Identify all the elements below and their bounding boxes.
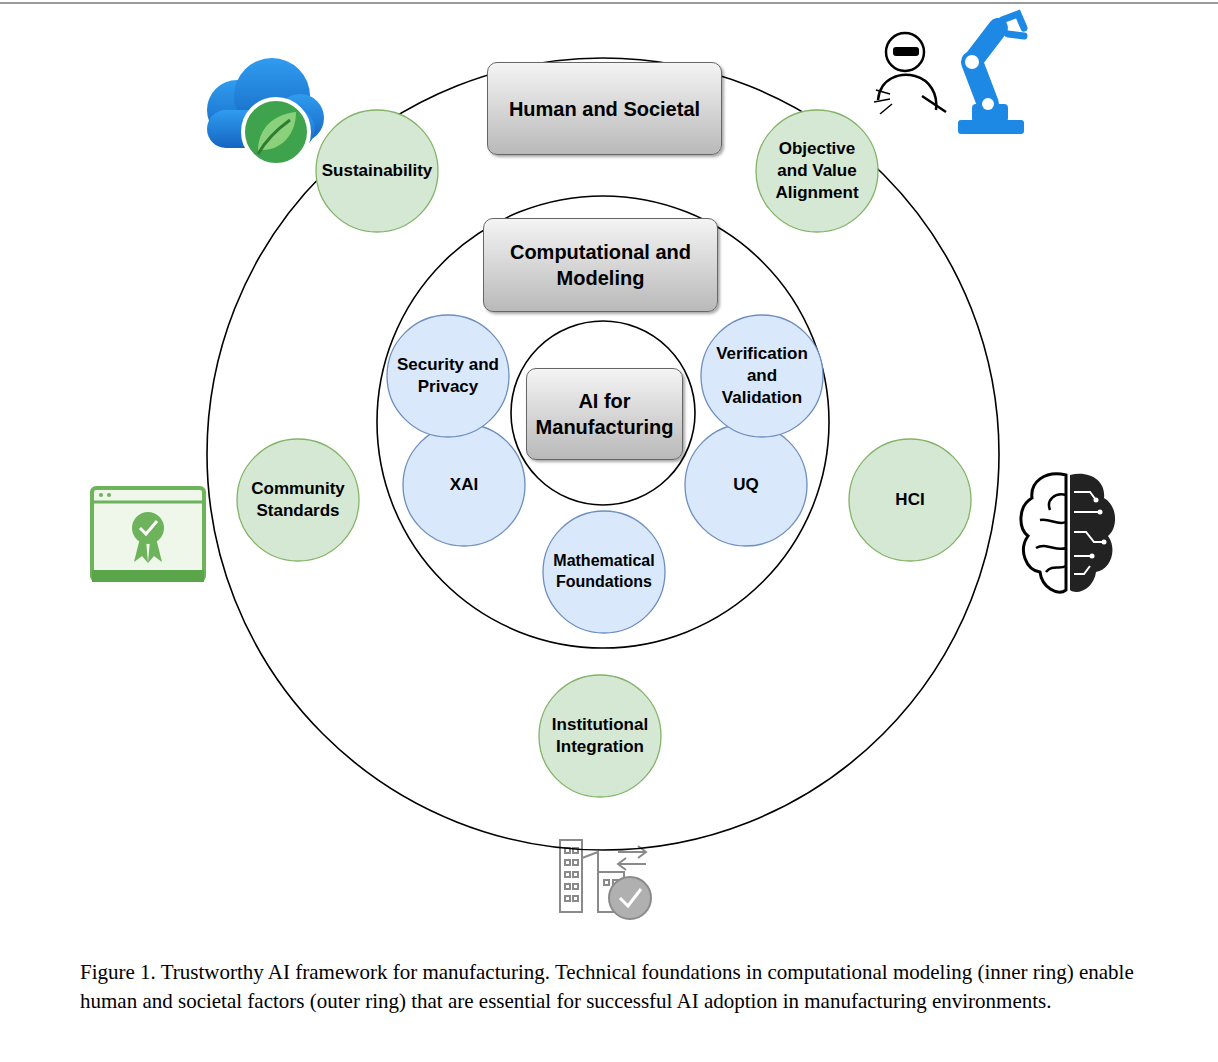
node-label: Objective and Value Alignment <box>769 138 865 204</box>
label-holder: Sustainability <box>315 109 439 233</box>
circle-outline <box>236 438 360 562</box>
factor-circle: HCI <box>848 438 972 562</box>
brain-icon <box>1021 474 1115 592</box>
factor-circle: Community Standards <box>236 438 360 562</box>
label-holder: Verification and Validation <box>700 314 824 438</box>
technical-circle: Security and Privacy <box>386 314 510 438</box>
middle-ring: Computational and ModelingSecurity and P… <box>376 195 830 649</box>
ring-heading: Human and Societal <box>487 62 722 155</box>
figure-caption: Figure 1. Trustworthy AI framework for m… <box>80 958 1192 1016</box>
top-rule <box>0 2 1218 4</box>
node-label: UQ <box>691 474 801 496</box>
factor-circle: Institutional Integration <box>538 674 662 798</box>
label-holder: Security and Privacy <box>386 314 510 438</box>
node-label: Institutional Integration <box>541 714 659 758</box>
technical-circle: Mathematical Foundations <box>542 510 666 634</box>
technical-circle: Verification and Validation <box>700 314 824 438</box>
node-label: Sustainability <box>318 160 436 182</box>
label-holder: Institutional Integration <box>538 674 662 798</box>
node-label: Community Standards <box>242 478 354 522</box>
worker-robot-icon <box>874 14 1024 134</box>
technical-circle: UQ <box>684 423 808 547</box>
ring-heading: Computational and Modeling <box>483 218 718 312</box>
label-holder: XAI <box>402 423 526 547</box>
node-label: Mathematical Foundations <box>543 551 665 593</box>
ring-heading: AI for Manufacturing <box>526 368 683 460</box>
circle-outline <box>386 314 510 438</box>
label-holder: HCI <box>848 438 972 562</box>
label-holder: UQ <box>684 423 808 547</box>
circle-outline <box>538 674 662 798</box>
node-label: Security and Privacy <box>392 354 504 398</box>
node-label: Verification and Validation <box>712 343 812 409</box>
outer-ring: Human and SocietalSustainability Objectiv… <box>206 57 1000 851</box>
label-holder: Objective and Value Alignment <box>755 109 879 233</box>
cloud-leaf-icon <box>207 58 324 165</box>
factor-circle: Objective and Value Alignment <box>755 109 879 233</box>
technical-circle: XAI <box>402 423 526 547</box>
node-label: XAI <box>409 474 519 496</box>
factor-circle: Sustainability <box>315 109 439 233</box>
label-holder: Community Standards <box>236 438 360 562</box>
node-label: HCI <box>854 489 966 511</box>
building-icon <box>560 840 651 919</box>
certificate-icon <box>92 488 204 582</box>
label-holder: Mathematical Foundations <box>542 510 666 634</box>
inner-ring: AI for Manufacturing <box>510 320 696 506</box>
circle-outline <box>542 510 666 634</box>
